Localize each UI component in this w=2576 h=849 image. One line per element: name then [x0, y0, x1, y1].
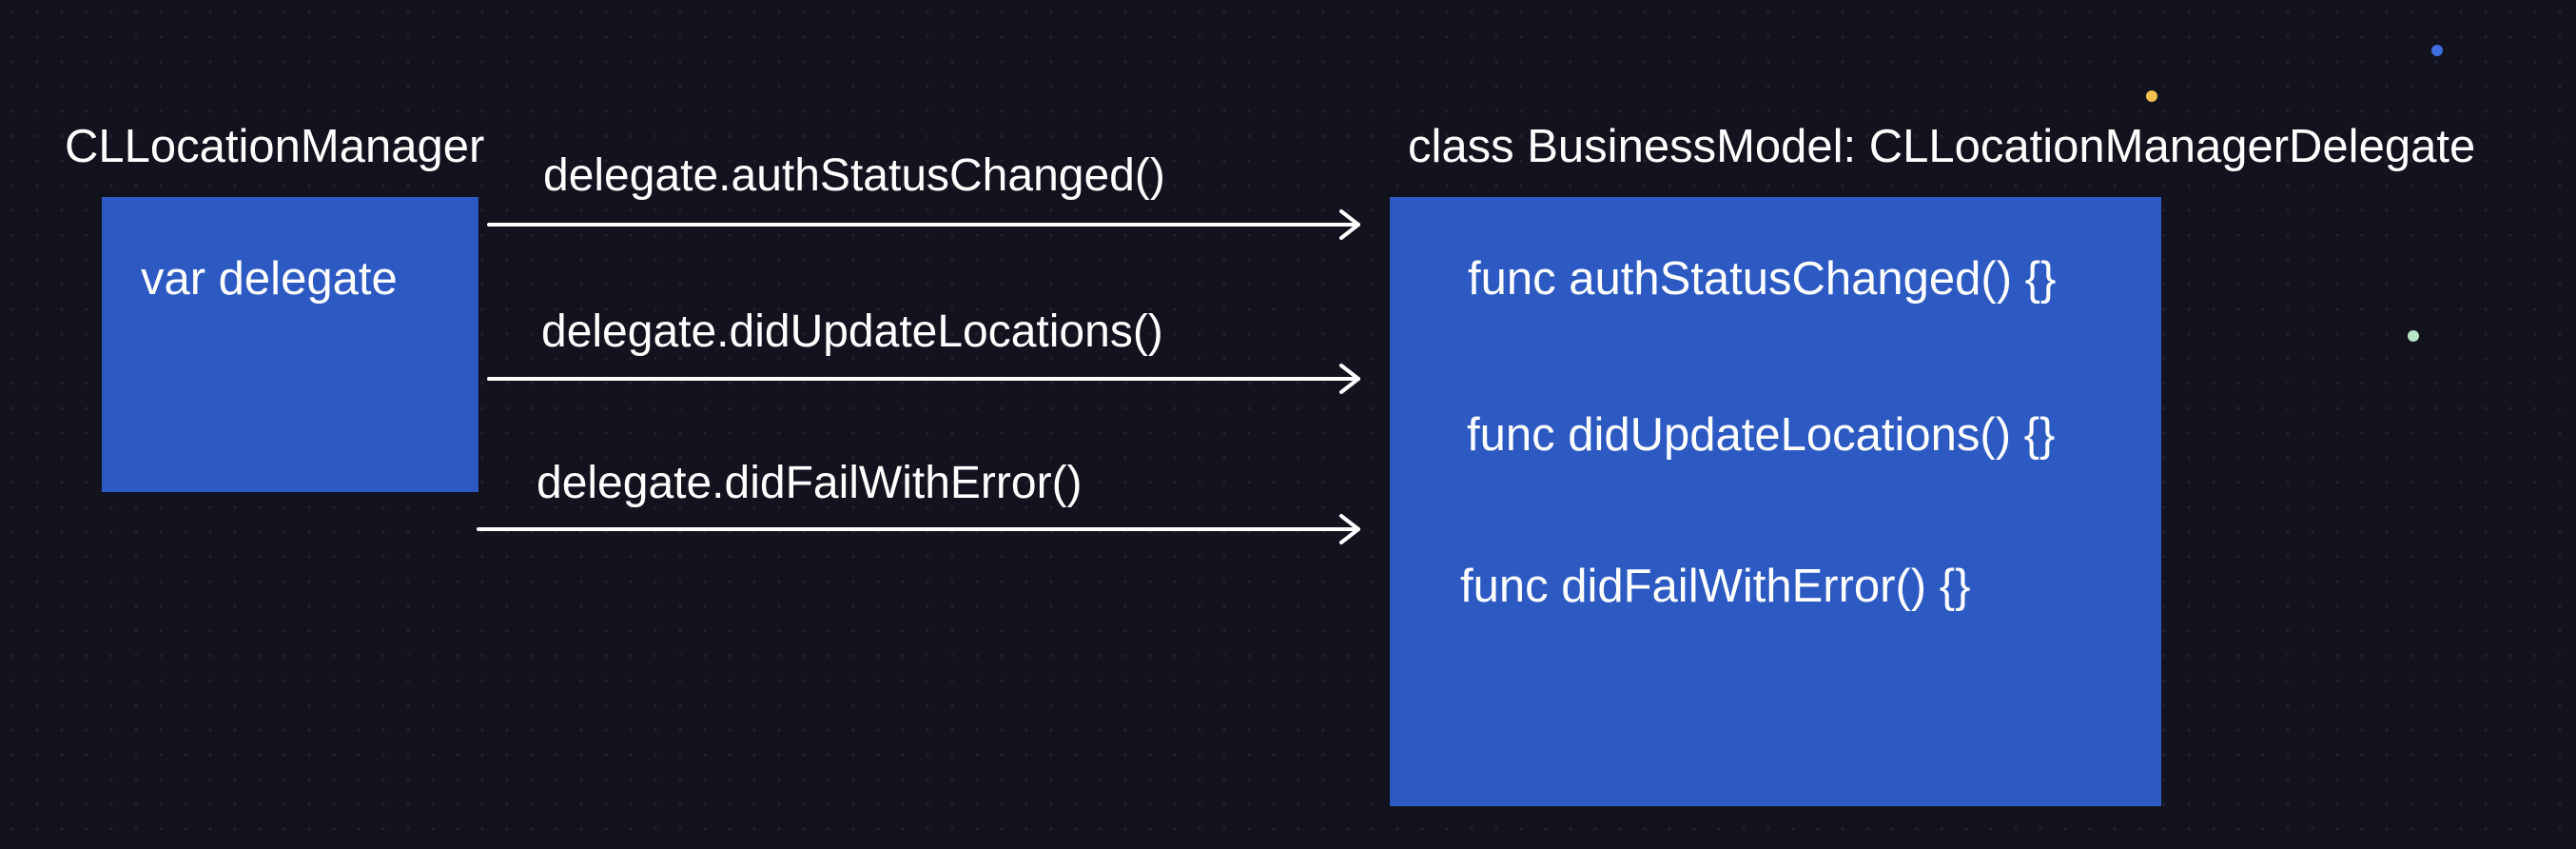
- source-box: var delegate: [102, 197, 478, 492]
- source-property: var delegate: [141, 253, 398, 305]
- decorative-dot-mint: [2408, 330, 2419, 342]
- call-label-auth: delegate.authStatusChanged(): [543, 150, 1165, 201]
- source-title: CLLocationManager: [65, 121, 485, 172]
- arrow-auth: [487, 209, 1360, 240]
- target-method-fail: func didFailWithError() {}: [1460, 561, 1971, 612]
- decorative-dot-yellow: [2146, 90, 2157, 102]
- target-title: class BusinessModel: CLLocationManagerDe…: [1408, 121, 2476, 172]
- arrow-update: [487, 364, 1360, 394]
- target-box: func authStatusChanged() {} func didUpda…: [1390, 197, 2161, 806]
- target-method-update: func didUpdateLocations() {}: [1467, 409, 2056, 461]
- target-method-auth: func authStatusChanged() {}: [1468, 253, 2057, 305]
- decorative-dot-blue: [2431, 45, 2443, 56]
- arrow-fail: [477, 514, 1360, 544]
- call-label-update: delegate.didUpdateLocations(): [541, 306, 1163, 357]
- call-label-fail: delegate.didFailWithError(): [537, 458, 1083, 508]
